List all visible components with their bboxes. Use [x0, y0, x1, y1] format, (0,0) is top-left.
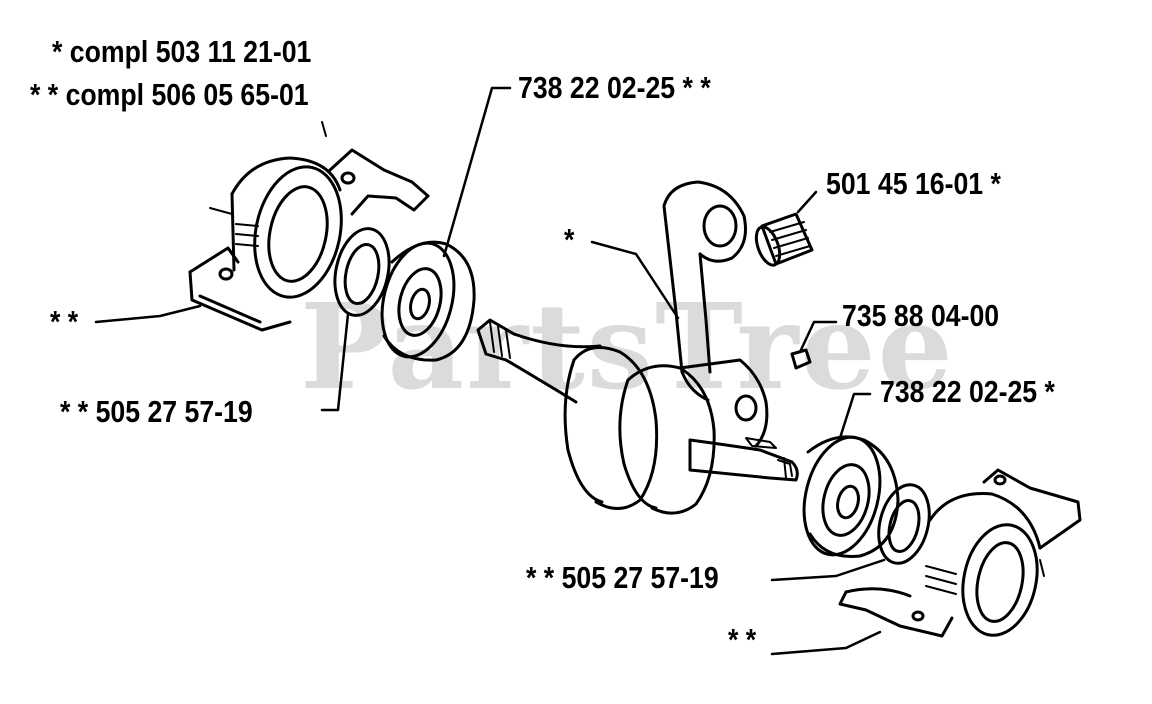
seal-right — [877, 483, 931, 565]
crankshaft — [476, 318, 799, 515]
needle-bearing — [754, 212, 814, 267]
label-housing-right: * * — [728, 622, 757, 657]
label-bearing-738-22-02-25-right: 738 22 02-25 * — [880, 374, 1055, 409]
ball-bearing-left — [380, 240, 476, 362]
label-seal-505-27-57-19-left: * * 505 27 57-19 — [60, 394, 253, 429]
label-key-735-88-04-00: 735 88 04-00 — [842, 298, 1000, 333]
bearing-housing-right — [838, 468, 1082, 638]
seal-left — [333, 227, 391, 317]
connecting-rod — [662, 180, 747, 402]
bearing-housing-left — [188, 121, 430, 332]
label-conrod-asterisk: * — [564, 222, 575, 257]
label-compl-503-11-21-01: * compl 503 11 21-01 — [52, 34, 312, 69]
ball-bearing-right — [802, 435, 900, 559]
label-needle-bearing-501-45-16-01: 501 45 16-01 * — [826, 166, 1001, 201]
label-housing-left: * * — [50, 304, 79, 339]
leader-lines — [94, 86, 886, 656]
label-compl-506-05-65-01: * * compl 506 05 65-01 — [30, 77, 309, 112]
label-seal-505-27-57-19-right: * * 505 27 57-19 — [526, 560, 719, 595]
label-bearing-738-22-02-25-top: 738 22 02-25 * * — [518, 70, 711, 105]
